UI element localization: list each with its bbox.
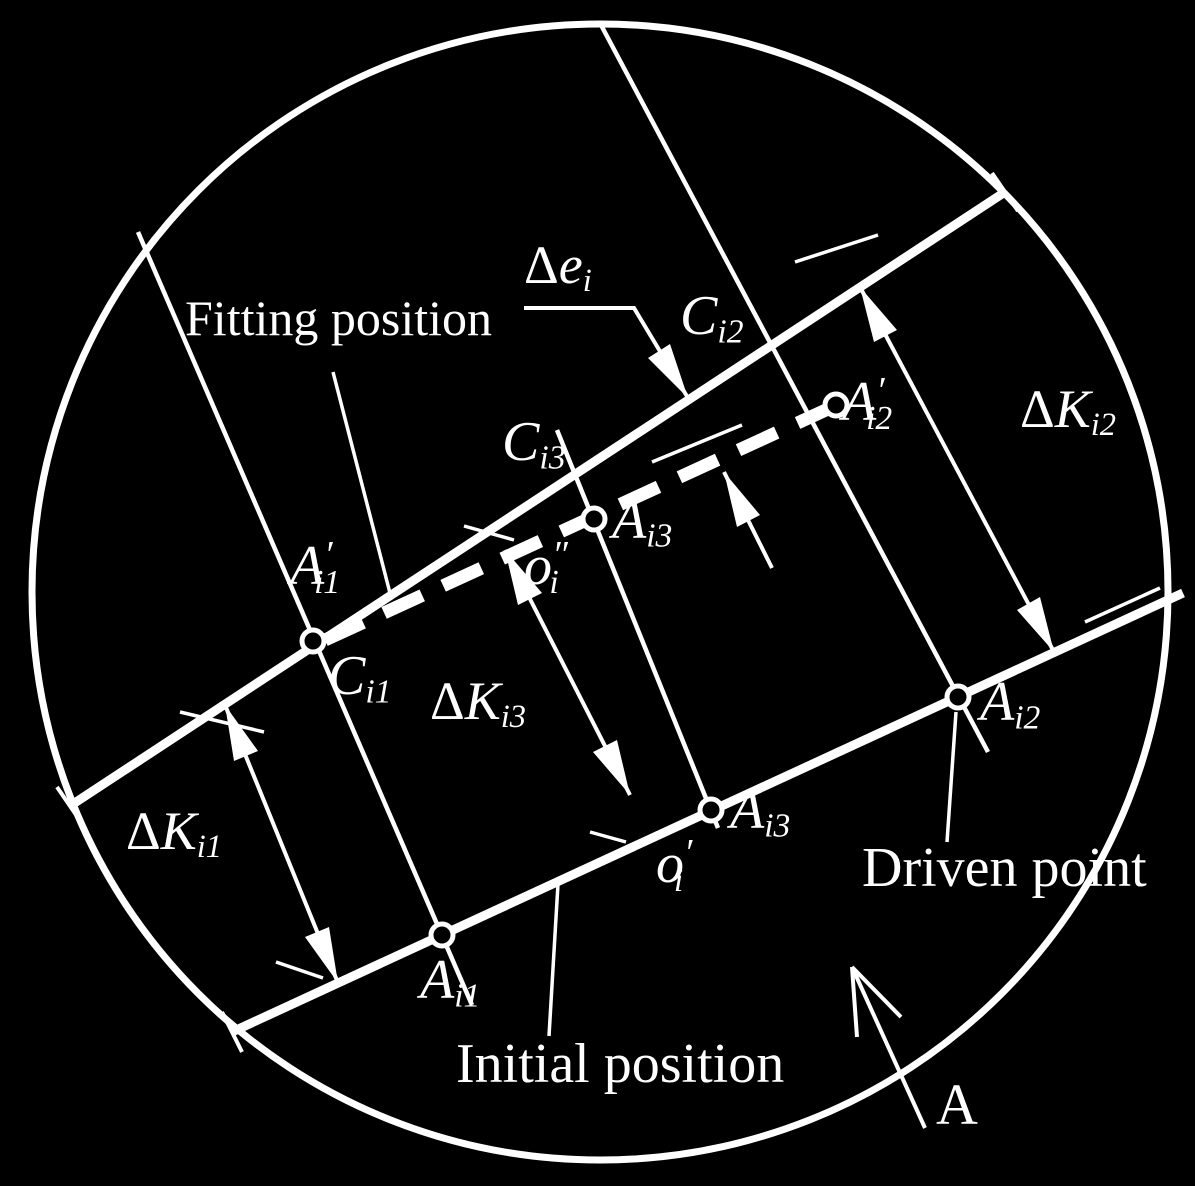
leg-line-3 bbox=[554, 429, 721, 829]
driven-point-leader bbox=[945, 711, 958, 843]
label-A-i1: Ai1 bbox=[420, 949, 481, 1015]
label-A-prime-i2: A′i2 bbox=[842, 370, 893, 437]
extension-tick-k2-bottom bbox=[1084, 586, 1161, 624]
dim-line-delta-K-i2 bbox=[858, 286, 1056, 653]
extension-tick-k2-top bbox=[794, 233, 879, 264]
label-delta-e-i: Δei bbox=[524, 235, 592, 300]
label-A-i3-lower: Ai3 bbox=[730, 779, 791, 845]
label-A-view: A bbox=[936, 1072, 978, 1137]
label-fitting-position: Fitting position bbox=[185, 290, 493, 346]
view-direction-arrowhead-right bbox=[850, 965, 903, 1019]
end-tick-initial-left bbox=[220, 1011, 244, 1053]
extension-tick-k3-bottom bbox=[589, 830, 627, 844]
label-C-i2: Ci2 bbox=[680, 285, 744, 351]
label-initial-position: Initial position bbox=[456, 1033, 785, 1095]
label-delta-K-i1: ΔKi1 bbox=[126, 801, 222, 866]
extension-tick-k3-top bbox=[463, 524, 515, 542]
end-tick-fitting-left bbox=[55, 785, 85, 827]
view-direction-arrowhead-left bbox=[850, 966, 859, 1038]
view-direction-arrow-shaft bbox=[850, 966, 927, 1129]
label-A-i2: Ai2 bbox=[980, 671, 1041, 737]
label-o-doubleprime-i: o″i bbox=[524, 534, 568, 601]
point-marker-A-i1 bbox=[428, 921, 456, 949]
label-A-prime-i1: A′i1 bbox=[290, 534, 341, 601]
extension-tick-dashed-line bbox=[651, 423, 743, 464]
label-A-i3-upper: Ai3 bbox=[612, 489, 673, 555]
label-driven-point: Driven point bbox=[862, 837, 1147, 899]
detail-circle bbox=[28, 20, 1172, 1164]
arrowhead-delta-K-i1-bottom bbox=[305, 927, 338, 983]
label-delta-K-i2: ΔKi2 bbox=[1020, 379, 1116, 444]
label-o-prime-i: o′i bbox=[656, 832, 693, 899]
fitting-position-line bbox=[67, 188, 1008, 810]
arrowhead-dashed-line-pointer bbox=[724, 472, 760, 527]
point-marker-A-i3-lower bbox=[697, 796, 725, 824]
point-marker-A-prime-i1 bbox=[299, 627, 327, 655]
label-C-i1: Ci1 bbox=[328, 645, 392, 711]
arrowhead-delta-K-i2-top bbox=[860, 287, 897, 342]
extension-tick-k1-bottom bbox=[275, 960, 324, 980]
arrowhead-delta-K-i2-bottom bbox=[1017, 597, 1054, 652]
label-delta-K-i3: ΔKi3 bbox=[430, 671, 526, 736]
end-tick-fitting-right bbox=[990, 171, 1020, 213]
fitted-dashed-line bbox=[322, 403, 831, 646]
arrowhead-delta-e bbox=[648, 344, 688, 398]
initial-label-leader bbox=[547, 883, 560, 1037]
arrowhead-delta-K-i3-bottom bbox=[593, 740, 630, 795]
point-marker-A-i3-upper bbox=[580, 505, 608, 533]
label-C-i3: Ci3 bbox=[502, 411, 566, 477]
fitting-label-leader bbox=[331, 371, 393, 598]
extension-tick-k1-top bbox=[179, 710, 265, 734]
arrowhead-delta-K-i1-top bbox=[225, 705, 258, 761]
leg-line-2 bbox=[599, 23, 990, 754]
leg-line-1 bbox=[135, 231, 475, 1006]
point-marker-A-prime-i2 bbox=[822, 391, 850, 419]
point-marker-A-i2 bbox=[944, 683, 972, 711]
arrowhead-delta-K-i3-top bbox=[505, 550, 542, 605]
